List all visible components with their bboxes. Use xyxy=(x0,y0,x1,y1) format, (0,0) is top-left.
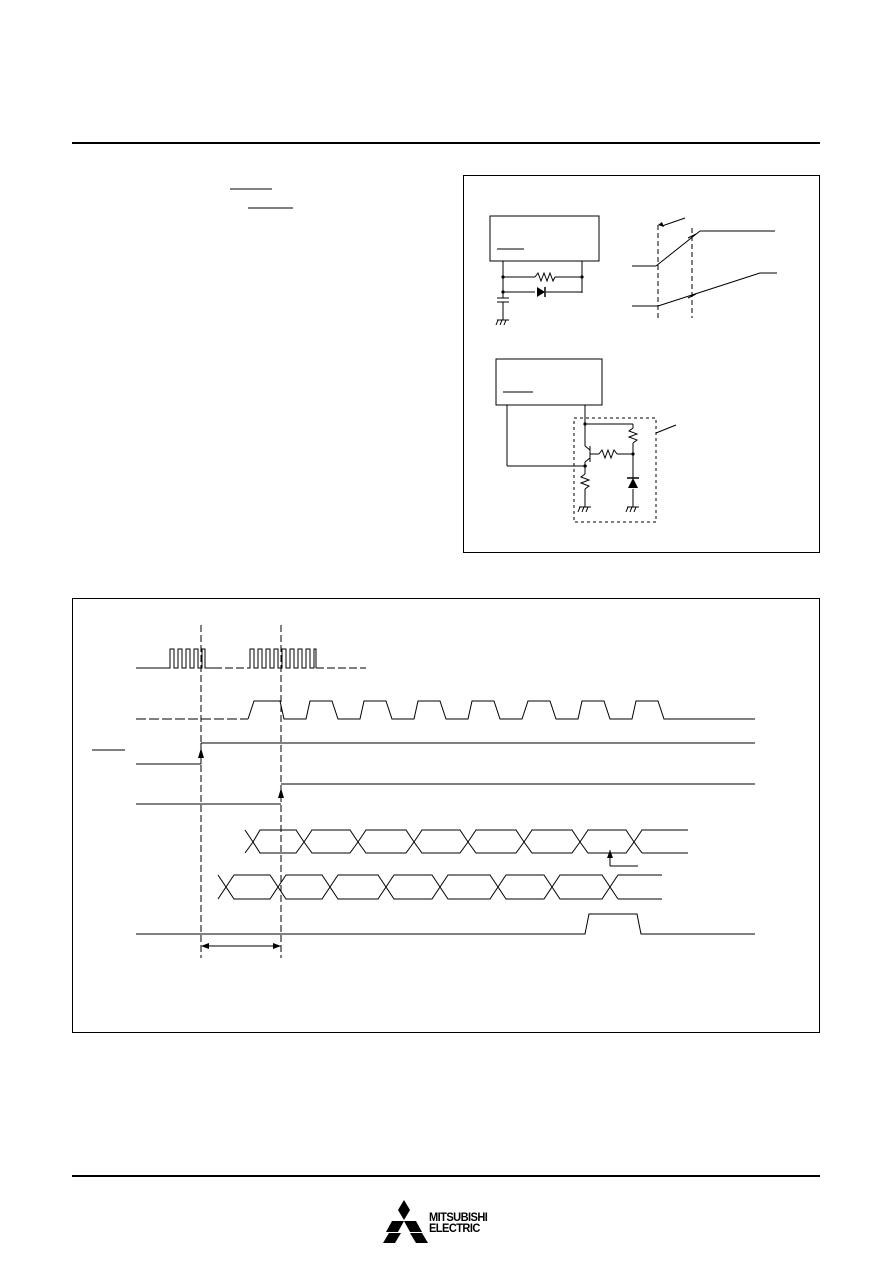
reset-circuit-figure xyxy=(463,175,820,553)
header-rule xyxy=(72,142,820,144)
brand-line2: ELECTRIC xyxy=(429,1221,480,1235)
mitsubishi-electric-logo: MITSUBISHI ELECTRIC xyxy=(383,1200,515,1244)
mcu-block-upper xyxy=(489,215,600,262)
brand-wordmark: MITSUBISHI ELECTRIC xyxy=(429,1210,488,1235)
mcu-block-lower xyxy=(495,358,603,406)
brand-line1: MITSUBISHI xyxy=(429,1210,488,1224)
footer-rule xyxy=(72,1175,820,1177)
three-diamonds-icon xyxy=(383,1200,428,1243)
timing-diagram-figure xyxy=(72,598,820,1033)
